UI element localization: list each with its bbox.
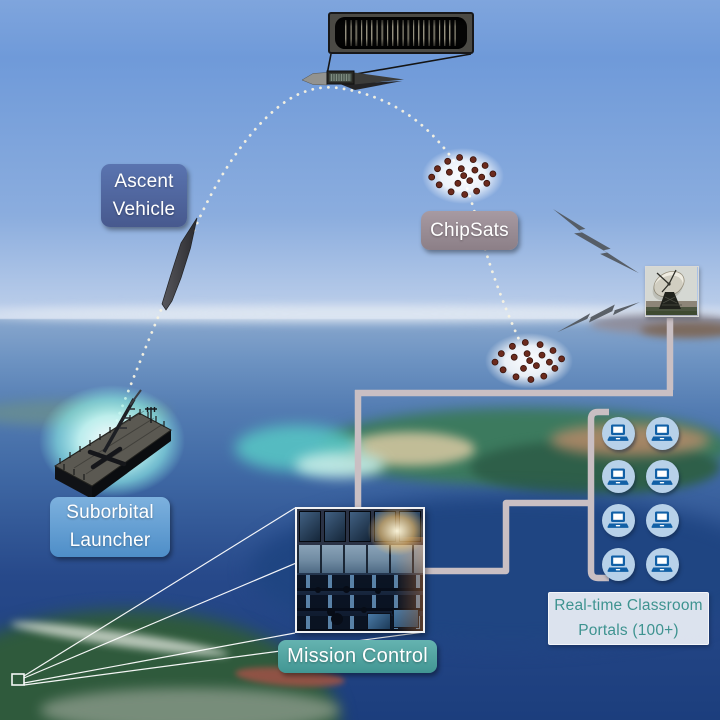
chipsat-dot bbox=[549, 347, 557, 354]
laptop-icon bbox=[651, 424, 673, 441]
chipsat-dot bbox=[551, 364, 559, 372]
trajectory-dotted-arc bbox=[112, 85, 523, 430]
classroom-laptop bbox=[645, 416, 679, 450]
chipsat-dot bbox=[512, 373, 520, 381]
deployment-vehicle bbox=[301, 53, 472, 90]
deployer-cavity bbox=[335, 17, 467, 49]
classroom-laptop bbox=[645, 503, 679, 537]
laptop-icon bbox=[651, 468, 673, 485]
launch-barge bbox=[39, 385, 185, 499]
chipsat-dot bbox=[526, 357, 534, 365]
chipsat-cluster-upper bbox=[422, 148, 504, 204]
chipsat-dot bbox=[471, 166, 479, 174]
chipsat-dot bbox=[457, 165, 465, 173]
laptop-icon bbox=[607, 468, 629, 485]
network-connectors bbox=[354, 318, 674, 582]
classroom-laptop bbox=[601, 416, 635, 450]
classroom-laptop bbox=[645, 547, 679, 581]
classroom-portals-label: Real-time Classroom Portals (100+) bbox=[548, 592, 709, 645]
classroom-laptop bbox=[645, 460, 679, 494]
ground-station-photo bbox=[645, 266, 699, 317]
chipsat-dot bbox=[478, 173, 486, 181]
chipsat-dots bbox=[491, 339, 565, 383]
laptop-icon bbox=[607, 511, 629, 529]
chipsat-dot bbox=[527, 376, 535, 383]
chipsat-deployer-inset bbox=[328, 12, 474, 54]
barge-launch-rail bbox=[102, 398, 136, 453]
classroom-laptop bbox=[601, 503, 635, 537]
chipsat-dot bbox=[509, 342, 516, 350]
chipsat-dot bbox=[460, 172, 468, 180]
chipsat-dot bbox=[483, 179, 491, 187]
barge-antenna bbox=[145, 407, 157, 423]
ground-station-dish-icon bbox=[646, 267, 697, 315]
chipsat-dot bbox=[491, 358, 499, 366]
chipsat-dot bbox=[510, 353, 518, 361]
shoal-bright bbox=[295, 452, 385, 478]
connector-missioncontrol-portals bbox=[422, 499, 590, 575]
sun-glare bbox=[359, 509, 423, 563]
mission-control-photo bbox=[295, 507, 425, 633]
chipsat-dot bbox=[481, 162, 489, 169]
chipsat-dot bbox=[520, 364, 527, 372]
chipsat-cluster-lower bbox=[485, 333, 573, 389]
laptop-icon bbox=[607, 555, 629, 572]
mountains-right-brown bbox=[640, 322, 720, 338]
chipsat-dot bbox=[538, 351, 546, 359]
suborbital-launcher-label: Suborbital Launcher bbox=[50, 497, 170, 557]
chipsat-dot bbox=[497, 350, 505, 358]
ascent-vehicle-rocket bbox=[161, 217, 198, 311]
chipsat-dot bbox=[461, 191, 469, 198]
chipsat-dot bbox=[540, 372, 548, 380]
laptop-icon bbox=[651, 555, 673, 572]
laptop-icon bbox=[651, 511, 673, 529]
chipsat-dot bbox=[434, 165, 441, 173]
chipsat-dot bbox=[489, 170, 497, 178]
mission-control-label: Mission Control bbox=[278, 640, 437, 673]
vehicle-wing bbox=[354, 72, 404, 85]
chipsat-dot bbox=[445, 168, 453, 176]
chipsat-dot bbox=[473, 187, 481, 195]
callout-square bbox=[11, 673, 25, 686]
ascent-vehicle-label: Ascent Vehicle bbox=[101, 164, 187, 227]
buildings-strip bbox=[40, 688, 340, 720]
chipsat-dot bbox=[546, 358, 553, 366]
horizon-haze bbox=[0, 306, 720, 322]
classroom-laptop bbox=[601, 460, 635, 494]
chipsat-dot bbox=[469, 156, 477, 164]
chipsat-dot bbox=[466, 177, 474, 185]
laptop-icon bbox=[607, 424, 629, 441]
connector-groundstation-line bbox=[354, 318, 674, 508]
chipsat-dot bbox=[533, 362, 540, 370]
chipsat-dot bbox=[435, 181, 443, 189]
chipsat-dot bbox=[558, 355, 565, 363]
chipsat-dot bbox=[428, 173, 436, 181]
chipsat-dot bbox=[521, 339, 529, 346]
classroom-laptop bbox=[601, 547, 635, 581]
chipsat-dot bbox=[444, 157, 452, 165]
chipsat-dot bbox=[447, 188, 455, 196]
console-rows bbox=[297, 573, 423, 631]
rf-link-lightning bbox=[553, 209, 640, 333]
portals-bracket bbox=[587, 408, 609, 582]
chipsats-label: ChipSats bbox=[421, 211, 518, 250]
chipsat-dot bbox=[454, 179, 462, 187]
chipsat-dot bbox=[499, 366, 507, 374]
chipsat-dots bbox=[428, 154, 497, 198]
lightning-bolt-upper bbox=[553, 209, 639, 274]
lightning-bolt-lower bbox=[557, 302, 640, 333]
chipsat-dot bbox=[523, 350, 531, 358]
barge-crane-x bbox=[87, 446, 127, 470]
chipsat-dot bbox=[456, 154, 464, 161]
chipsat-dot bbox=[536, 341, 544, 349]
